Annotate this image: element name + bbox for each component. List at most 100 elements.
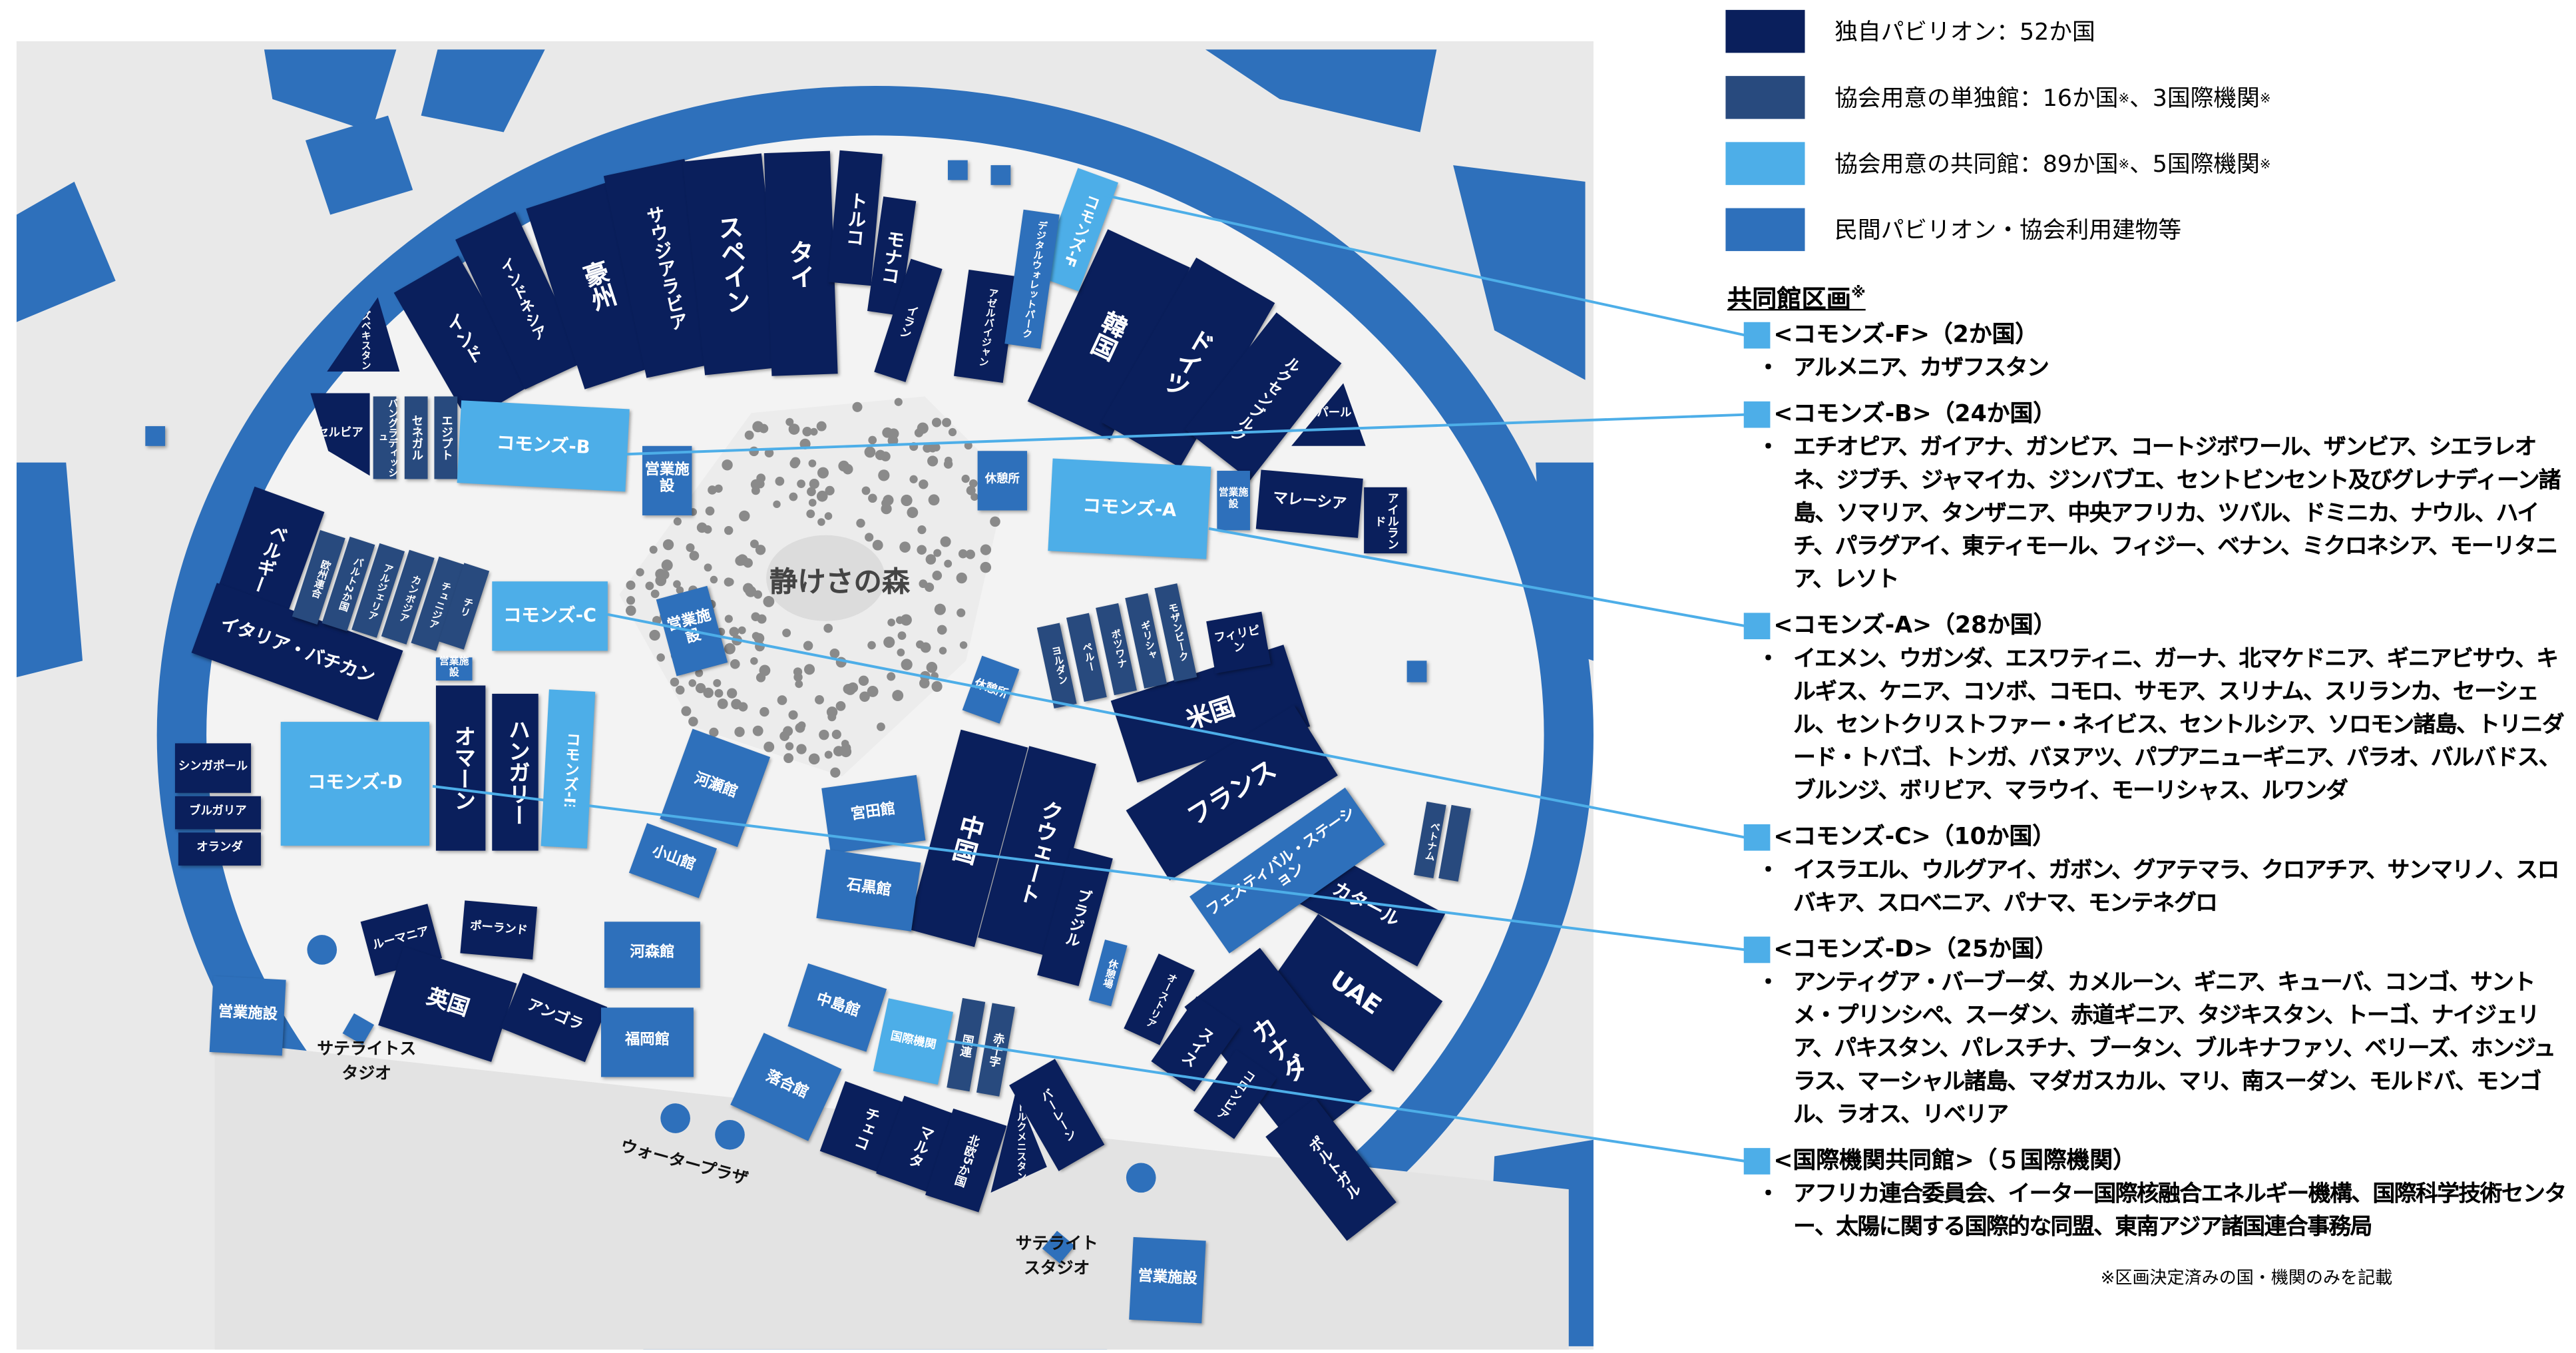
pavilion-senegal[interactable]: セネガル	[404, 396, 428, 479]
section-members-commons-a: ・イエメン、ウガンダ、エスワティニ、ガーナ、北マケドニア、ギニアビサウ、キルギス…	[1757, 645, 2565, 805]
pavilion-netherlands[interactable]: オランダ	[178, 832, 261, 866]
section-marker	[1743, 1148, 1771, 1175]
tree-dot	[673, 580, 681, 589]
tree-dot	[803, 641, 813, 651]
section-title: 共同館区画※	[1727, 284, 1866, 314]
pavilion-ireland[interactable]: アイルランド	[1364, 487, 1407, 554]
tree-dot	[808, 459, 817, 467]
tree-dot	[833, 746, 844, 756]
pavilion-singapore[interactable]: シンガポール	[174, 743, 252, 793]
tree-dot	[763, 741, 775, 752]
tree-dot	[739, 510, 750, 522]
tree-dot	[933, 549, 942, 557]
plaza-marker-circle	[1126, 1163, 1156, 1193]
tree-dot	[940, 536, 951, 547]
pavilion-egypt[interactable]: エジプト	[434, 396, 458, 479]
tree-dot	[704, 563, 712, 572]
pavilion-bulgaria[interactable]: ブルガリア	[174, 796, 261, 830]
legend-swatch	[1725, 76, 1805, 119]
ishiguro-pavilion[interactable]: 石黒館	[816, 849, 921, 932]
shop-facility[interactable]: 営業施設	[642, 445, 692, 516]
kawamori-pavilion[interactable]: 河森館	[604, 922, 700, 988]
tree-dot	[897, 649, 905, 657]
tree-dot	[751, 612, 760, 621]
pavilion-hungary[interactable]: ハンガリー	[492, 693, 538, 851]
pavilion-poland[interactable]: ポーランド	[460, 900, 538, 959]
tree-dot	[932, 571, 943, 581]
commons-c[interactable]: コモンズ-C	[492, 581, 608, 651]
tree-dot	[817, 467, 829, 479]
tree-dot	[732, 635, 742, 646]
pavilion-malaysia[interactable]: マレーシア	[1255, 469, 1363, 538]
pavilion-thailand[interactable]: タイ	[763, 150, 838, 376]
tree-dot	[662, 539, 674, 551]
tree-dot	[856, 519, 865, 528]
shop-facility[interactable]: 営業施設	[435, 657, 473, 681]
shop-facility[interactable]: 営業施設	[209, 975, 286, 1056]
legend-panel: 独自パビリオン：52か国 協会用意の単独館：16か国※、3国際機関※ 協会用意の…	[1717, 0, 2576, 1353]
footnote: ※区画決定済みの国・機関のみを記載	[2100, 1268, 2393, 1289]
section-marker	[1743, 824, 1771, 851]
tree-dot	[901, 659, 913, 671]
tree-dot	[777, 695, 787, 705]
pavilion-oman[interactable]: オマーン	[435, 685, 486, 851]
section-heading-commons-a: <コモンズ-A>（28か国）	[1743, 609, 2573, 643]
pavilion-philippines[interactable]: フィリピン	[1206, 611, 1271, 674]
tree-dot	[724, 525, 734, 535]
tree-dot	[899, 541, 911, 553]
section-marker	[1743, 401, 1771, 428]
commons-d[interactable]: コモンズ-D	[280, 722, 430, 846]
commons-e[interactable]: コモンズ-E	[540, 689, 596, 849]
tree-dot	[806, 509, 815, 519]
fukuoka-pavilion[interactable]: 福岡館	[601, 1007, 694, 1077]
rest-area[interactable]: 休憩所	[977, 451, 1028, 511]
pavilion-bangladesh[interactable]: バングラディッシュ	[373, 396, 397, 479]
tree-dot	[868, 435, 877, 445]
shop-facility[interactable]: 営業施設	[1217, 471, 1250, 531]
tree-dot	[752, 725, 763, 736]
miyata-pavilion[interactable]: 宮田館	[821, 774, 926, 854]
legend-private-pavilion: 民間パビリオン・協会利用建物等	[1725, 208, 2181, 252]
tree-dot	[789, 459, 799, 469]
tree-dot	[793, 667, 803, 676]
tree-dot	[797, 479, 805, 488]
small-facility	[1406, 661, 1427, 682]
tree-dot	[927, 455, 939, 467]
tree-dot	[943, 459, 953, 469]
tree-dot	[875, 449, 886, 461]
section-marker	[1743, 936, 1771, 963]
tree-dot	[689, 551, 700, 561]
tree-dot	[713, 678, 722, 687]
tree-dot	[819, 729, 829, 740]
tree-dot	[736, 554, 748, 566]
tree-dot	[895, 616, 904, 625]
tree-dot	[914, 428, 924, 437]
section-members-commons-f: ・アルメニア、カザフスタン	[1757, 355, 2049, 382]
shop-facility[interactable]: 営業施設	[1129, 1236, 1206, 1324]
commons-b[interactable]: コモンズ-B	[457, 400, 630, 492]
commons-a[interactable]: コモンズ-A	[1048, 458, 1211, 559]
tree-dot	[919, 678, 930, 688]
tree-dot	[750, 657, 758, 665]
tree-dot	[797, 721, 806, 730]
tree-dot	[823, 623, 833, 633]
tree-dot	[759, 706, 769, 717]
tree-dot	[726, 688, 738, 698]
legend-swatch	[1725, 208, 1805, 252]
tree-dot	[785, 742, 794, 750]
tree-dot	[673, 517, 682, 526]
tree-dot	[909, 475, 918, 483]
tree-dot	[980, 544, 992, 555]
section-heading-commons-f: <コモンズ-F>（2か国）	[1743, 319, 2573, 352]
tree-dot	[670, 677, 680, 687]
tree-dot	[782, 629, 791, 637]
tree-dot	[917, 545, 927, 555]
tree-dot	[939, 647, 947, 655]
small-facility	[990, 165, 1011, 185]
tree-dot	[753, 633, 765, 644]
tree-dot	[926, 662, 938, 673]
tree-dot	[763, 596, 775, 607]
tree-dot	[892, 690, 904, 702]
tree-dot	[729, 627, 740, 637]
tree-dot	[724, 615, 733, 623]
